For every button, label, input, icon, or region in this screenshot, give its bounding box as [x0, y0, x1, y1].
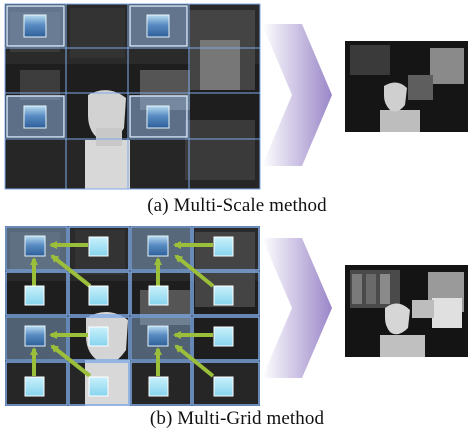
neighbor-block: [24, 376, 45, 397]
neighbor-block: [213, 285, 234, 306]
multigrid-result-image: [345, 265, 468, 357]
neighbor-block: [213, 376, 234, 397]
multigrid-source-image: [5, 226, 260, 406]
grid-arrow: [50, 344, 92, 378]
neighbor-block: [88, 326, 109, 347]
bust-sculpture: [85, 90, 130, 189]
neighbor-block: [88, 376, 109, 397]
process-arrow: [262, 24, 332, 166]
main-block: [147, 325, 169, 347]
scale-block: [129, 5, 188, 47]
neighbor-blocks: [24, 236, 234, 397]
neighbor-block: [148, 285, 169, 306]
process-arrow: [262, 238, 332, 378]
neighbor-block: [148, 376, 169, 397]
scale-block: [6, 5, 65, 47]
caption-multigrid: (b) Multi-Grid method: [149, 408, 325, 429]
main-blocks: [24, 235, 169, 347]
main-block: [24, 325, 46, 347]
neighbor-block: [88, 285, 109, 306]
grid-arrow: [174, 344, 215, 378]
scale-block: [6, 95, 65, 138]
main-block: [24, 235, 46, 257]
neighbor-block: [88, 236, 109, 257]
propagation-arrows: [30, 241, 215, 378]
multiscale-result-image: [345, 41, 468, 132]
grid-arrow: [174, 254, 215, 288]
main-block: [147, 235, 169, 257]
caption-multiscale: (a) Multi-Scale method: [147, 195, 327, 216]
multiscale-source-image: [4, 3, 261, 190]
scale-block: [129, 95, 188, 138]
multigrid-cells: [5, 226, 260, 406]
scale-grid: [4, 3, 261, 190]
neighbor-block: [24, 285, 45, 306]
neighbor-block: [213, 236, 234, 257]
neighbor-block: [213, 326, 234, 347]
grid-arrow: [50, 254, 92, 288]
